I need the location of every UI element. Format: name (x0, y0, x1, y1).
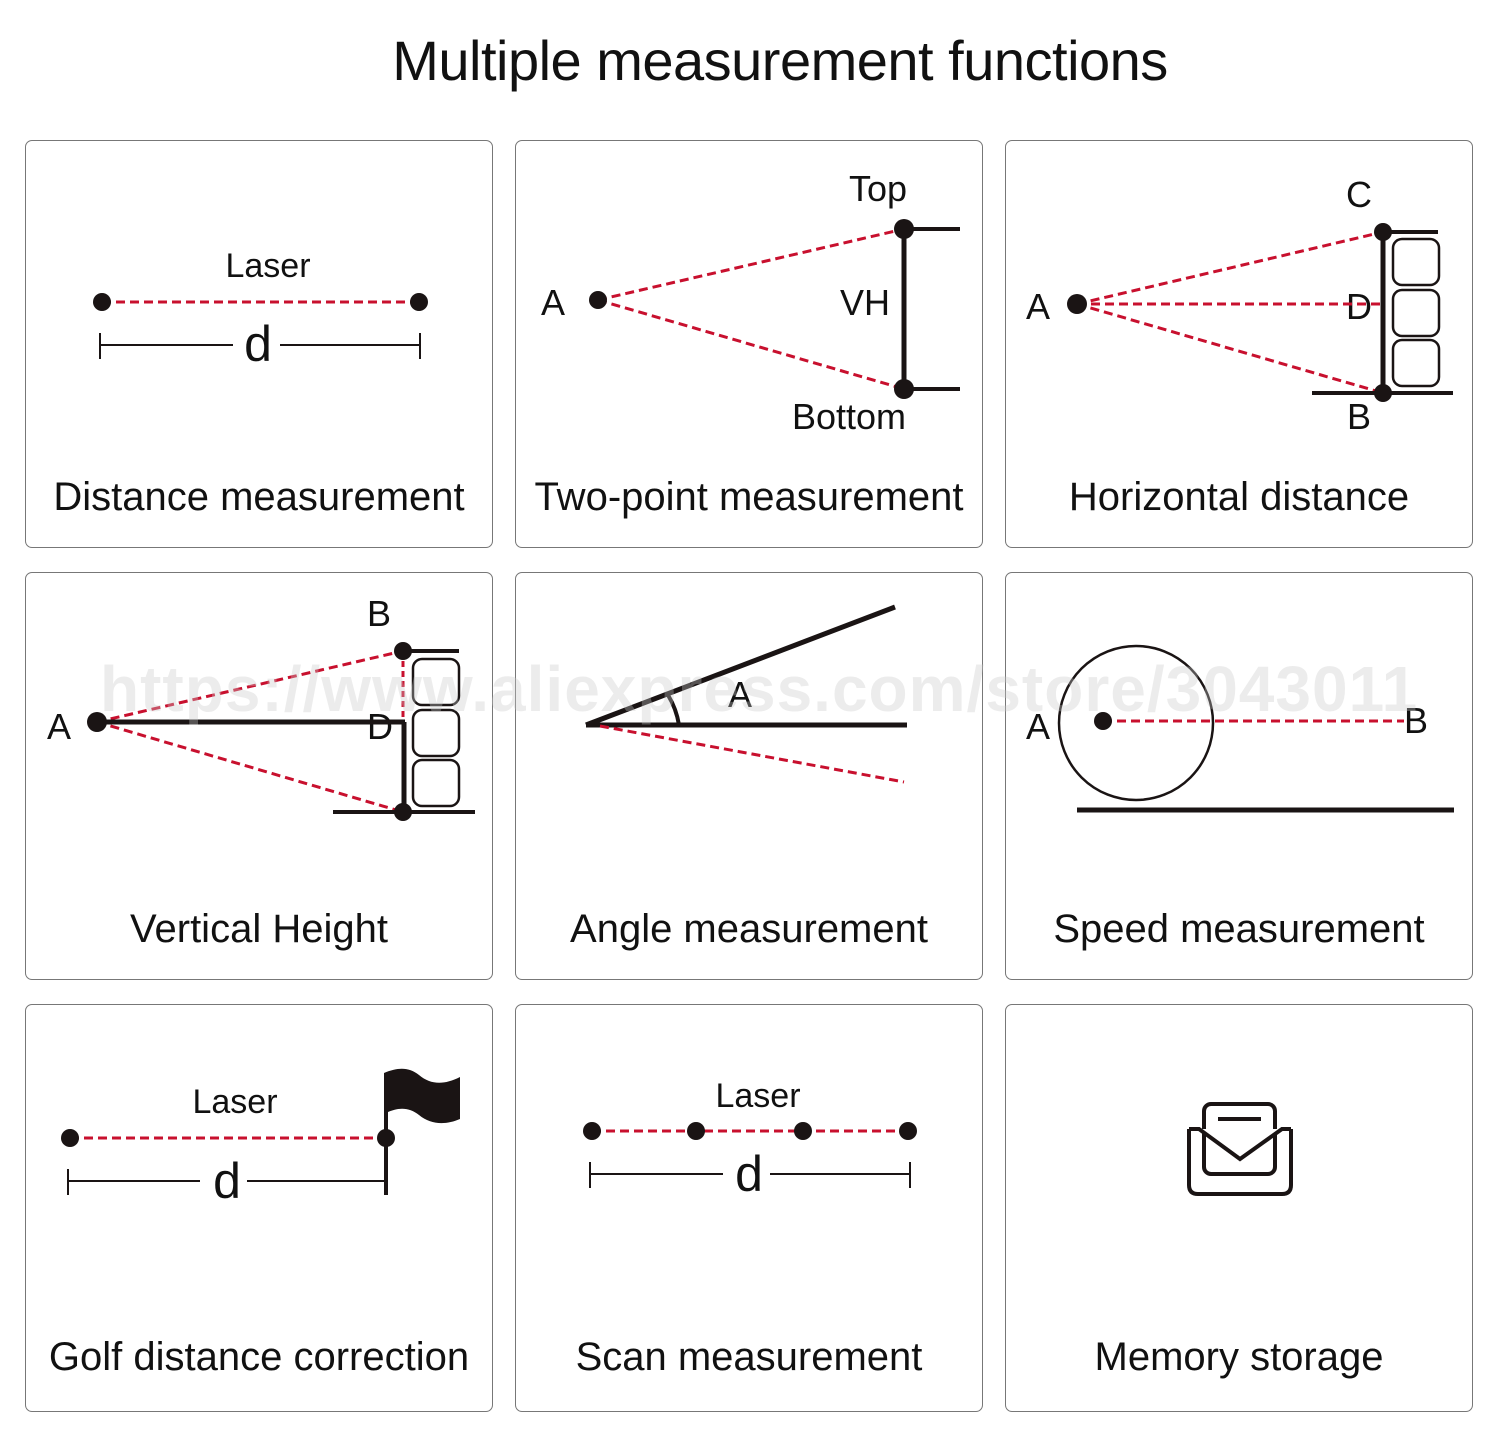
page-title: Multiple measurement functions (392, 29, 1168, 92)
top-label: C (1346, 174, 1372, 215)
floor-block (1391, 288, 1441, 338)
distance-label: d (735, 1146, 763, 1202)
card-angle-measurement: A Angle measurement (515, 572, 983, 980)
card-caption: Speed measurement (1053, 907, 1425, 951)
laser-label: Laser (192, 1083, 277, 1121)
laser-beam (599, 724, 905, 784)
top-label: B (367, 593, 391, 634)
flag-point (377, 1129, 395, 1147)
start-point (93, 293, 111, 311)
card-distance-measurement: Laser d Distance measurement (25, 140, 493, 548)
middle-label: D (367, 706, 393, 747)
floor-block (1391, 237, 1441, 287)
horizontal-distance-diagram: C A D B (1026, 174, 1453, 437)
angle-diagram: A (585, 604, 907, 784)
vertical-height-diagram: B A D (47, 593, 475, 821)
origin-point (589, 291, 607, 309)
scan-diagram: Laser d (583, 1077, 917, 1202)
card-memory-storage: Memory storage (1005, 1004, 1473, 1412)
end-label: B (1404, 700, 1428, 741)
card-scan-measurement: Laser d Scan measurement (515, 1004, 983, 1412)
envelope-body (1187, 1129, 1293, 1196)
angle-arc (666, 693, 681, 726)
two-point-diagram: Top A VH Bottom (541, 168, 960, 437)
bottom-label: B (1347, 396, 1371, 437)
scan-point (687, 1122, 705, 1140)
speed-diagram: A B (1026, 644, 1454, 813)
laser-beam-top (1076, 230, 1384, 306)
wheel (1057, 644, 1215, 802)
floor-block (411, 657, 461, 707)
scan-point (794, 1122, 812, 1140)
card-caption: Horizontal distance (1068, 475, 1410, 519)
envelope-icon (1187, 1102, 1293, 1196)
card-speed-measurement: A B Speed measurement (1005, 572, 1473, 980)
flag-icon (384, 1068, 460, 1124)
bottom-point (394, 803, 412, 821)
height-label: VH (840, 282, 890, 323)
bottom-point (894, 379, 914, 399)
origin-point (87, 712, 107, 732)
laser-beam-bottom (1076, 302, 1384, 395)
scan-point (899, 1122, 917, 1140)
start-point (61, 1129, 79, 1147)
golf-diagram: Laser d (61, 1068, 460, 1209)
card-caption: Angle measurement (570, 907, 928, 951)
distance-diagram: Laser d (93, 247, 428, 372)
card-golf-distance-correction: Laser d Golf distance correction (25, 1004, 493, 1412)
card-vertical-height: B A D Vertical Height (25, 572, 493, 980)
card-caption: Distance measurement (53, 475, 465, 519)
laser-beam-top (96, 649, 404, 724)
distance-label: d (244, 316, 272, 372)
floor-block (411, 758, 461, 808)
laser-beam-bottom (597, 298, 905, 391)
origin-label: A (47, 706, 71, 747)
top-label: Top (849, 168, 907, 209)
end-point (410, 293, 428, 311)
card-two-point-measurement: Top A VH Bottom Two-point measurement (515, 140, 983, 548)
origin-label: A (541, 282, 565, 323)
laser-beam-top (597, 227, 905, 302)
start-label: A (1026, 706, 1050, 747)
floor-block (411, 708, 461, 758)
laser-beam-bottom (96, 720, 404, 814)
card-horizontal-distance: C A D B Horizontal distance (1005, 140, 1473, 548)
angle-label: A (728, 674, 752, 715)
bottom-label: Bottom (792, 396, 906, 437)
bottom-point (1374, 384, 1392, 402)
origin-label: A (1026, 286, 1050, 327)
distance-label: d (213, 1153, 241, 1209)
top-point (1374, 223, 1392, 241)
start-point (1094, 712, 1112, 730)
laser-label: Laser (225, 247, 310, 285)
middle-label: D (1346, 286, 1372, 327)
top-point (394, 642, 412, 660)
card-caption: Two-point measurement (534, 475, 964, 519)
card-caption: Golf distance correction (48, 1335, 470, 1379)
laser-label: Laser (715, 1077, 800, 1115)
floor-block (1391, 338, 1441, 388)
card-caption: Scan measurement (575, 1335, 923, 1379)
card-caption: Vertical Height (130, 907, 388, 951)
origin-point (1067, 294, 1087, 314)
upper-ray (585, 604, 896, 728)
scan-point (583, 1122, 601, 1140)
envelope-flap (1189, 1127, 1291, 1162)
card-caption: Memory storage (1094, 1335, 1384, 1379)
top-point (894, 219, 914, 239)
